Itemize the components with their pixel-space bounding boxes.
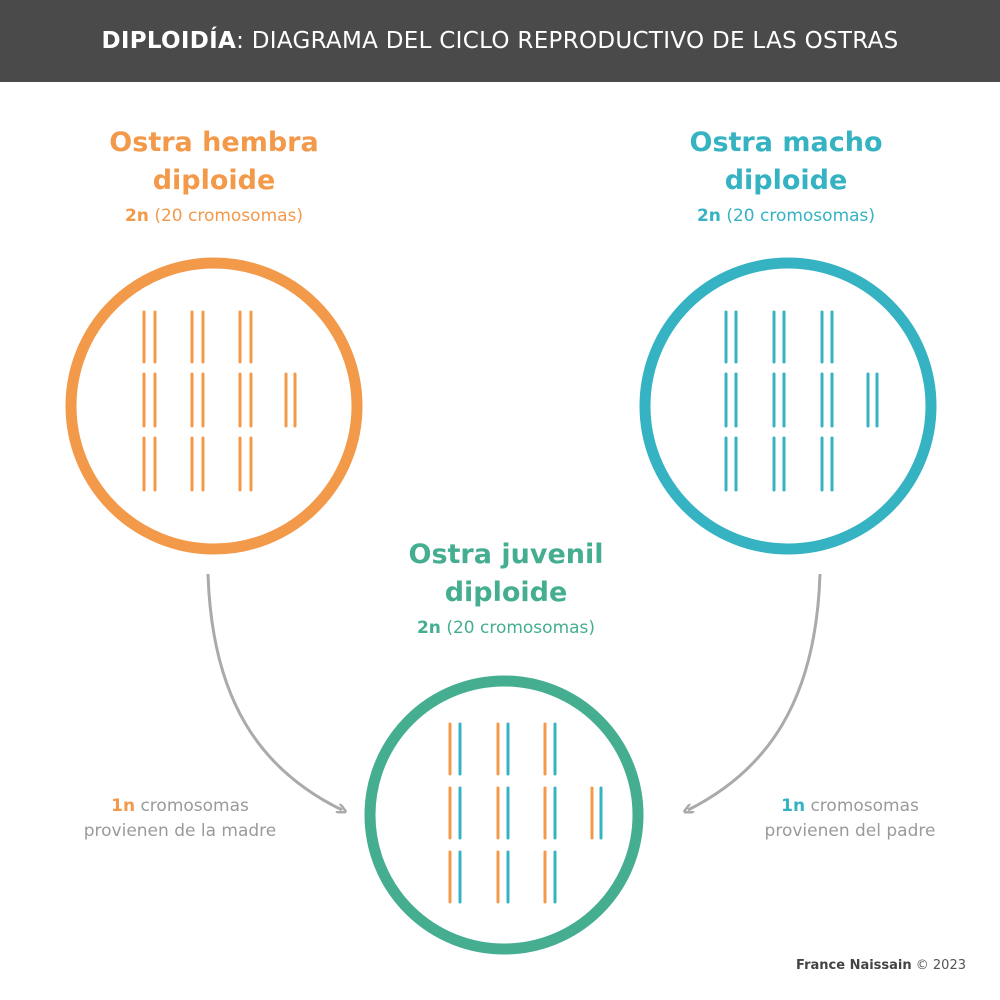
arrow-from-father [688,573,822,810]
male-label: Ostra macho diploide 2n (20 cromosomas) [636,124,936,226]
female-ploidy: 2n [124,206,149,226]
header-title: DIPLOIDÍA: DIAGRAMA DEL CICLO REPRODUCTI… [101,28,898,54]
female-title-line1: Ostra hembra [109,127,319,158]
male-circle [639,257,937,555]
header-title-bold: DIPLOIDÍA [101,28,237,54]
credit-year: © 2023 [911,958,966,973]
juvenile-chromosomes [448,722,603,904]
male-subtitle: 2n (20 cromosomas) [636,206,936,226]
juvenile-ploidy: 2n [416,618,441,638]
mother-note-line1-rest: cromosomas [135,796,249,816]
header-bar: DIPLOIDÍA: DIAGRAMA DEL CICLO REPRODUCTI… [0,0,1000,82]
female-circle [65,257,363,555]
father-note-line1: 1n cromosomas [730,794,970,819]
credit: France Naissain © 2023 [796,958,966,973]
father-note-ploidy: 1n [781,796,806,816]
juvenile-count: (20 cromosomas) [446,618,596,638]
female-subtitle: 2n (20 cromosomas) [64,206,364,226]
female-label: Ostra hembra diploide 2n (20 cromosomas) [64,124,364,226]
father-note-line1-rest: cromosomas [805,796,919,816]
juvenile-title: Ostra juvenil diploide [356,536,656,612]
juvenile-title-line1: Ostra juvenil [408,539,604,570]
juvenile-circle [364,675,644,955]
credit-brand: France Naissain [796,958,912,973]
mother-note: 1n cromosomas provienen de la madre [60,794,300,844]
female-chromosomes [142,310,297,492]
male-count: (20 cromosomas) [726,206,876,226]
male-title-line1: Ostra macho [689,127,883,158]
header-title-rest: : DIAGRAMA DEL CICLO REPRODUCTIVO DE LAS… [236,28,899,54]
female-title-line2: diploide [152,165,276,196]
male-ploidy: 2n [696,206,721,226]
mother-note-line2: provienen de la madre [83,821,277,841]
juvenile-label: Ostra juvenil diploide 2n (20 cromosomas… [356,536,656,638]
male-title-line2: diploide [724,165,848,196]
female-count: (20 cromosomas) [154,206,304,226]
father-note-line2: provienen del padre [764,821,936,841]
male-title: Ostra macho diploide [636,124,936,200]
arrow-from-mother [206,573,342,810]
female-title: Ostra hembra diploide [64,124,364,200]
juvenile-title-line2: diploide [444,577,568,608]
father-note: 1n cromosomas provienen del padre [730,794,970,844]
male-chromosomes [724,310,879,492]
mother-note-ploidy: 1n [111,796,136,816]
juvenile-subtitle: 2n (20 cromosomas) [356,618,656,638]
mother-note-line1: 1n cromosomas [60,794,300,819]
